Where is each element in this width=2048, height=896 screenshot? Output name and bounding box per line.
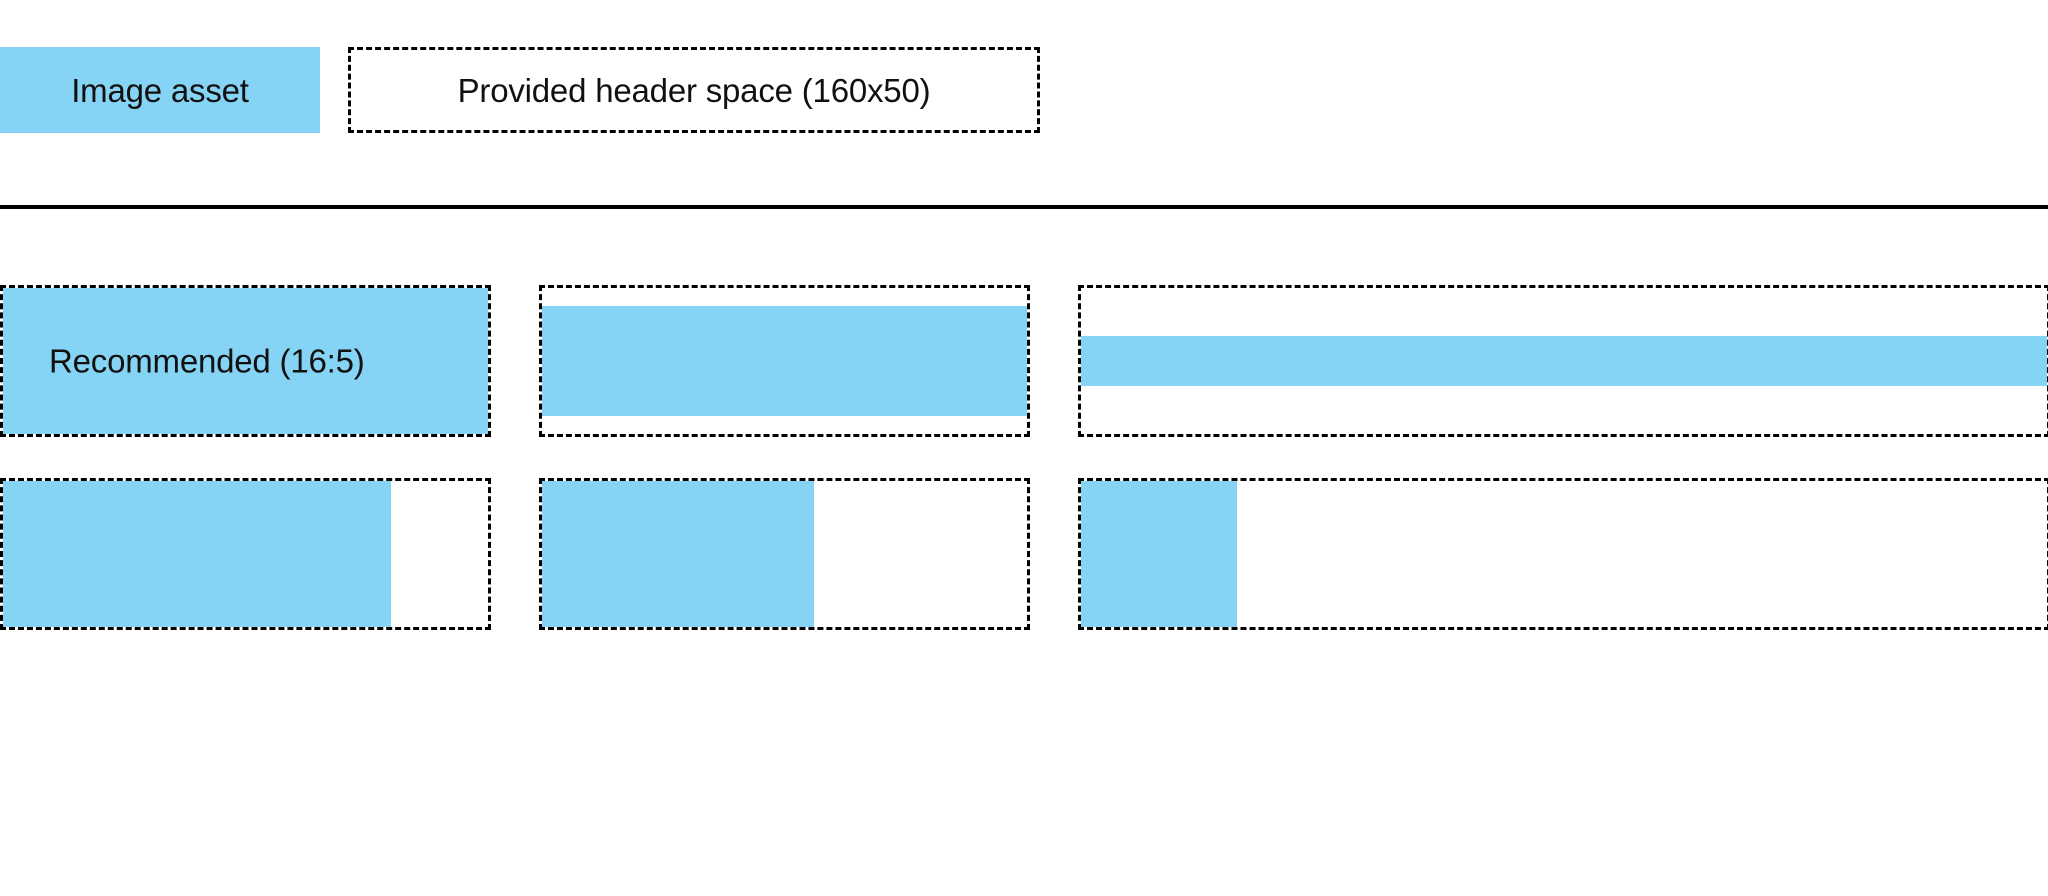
fill-swatch bbox=[1081, 336, 2047, 386]
fill-swatch bbox=[3, 288, 488, 434]
fill-swatch bbox=[3, 481, 391, 627]
image-asset-label: Image asset bbox=[71, 71, 249, 109]
fill-swatch bbox=[542, 481, 814, 627]
section-divider bbox=[0, 205, 2048, 209]
frame-row-1: Recommended (16:5) bbox=[0, 285, 2048, 437]
aspect-ratio-examples: Recommended (16:5) bbox=[0, 285, 2048, 635]
frame-row1-col3 bbox=[1078, 285, 2048, 437]
frame-row2-col3 bbox=[1078, 478, 2048, 630]
frame-row2-col1 bbox=[0, 478, 491, 630]
provided-header-space-box: Provided header space (160x50) bbox=[348, 47, 1040, 133]
frame-row1-col2 bbox=[539, 285, 1030, 437]
header-example-row: Image asset Provided header space (160x5… bbox=[0, 47, 2048, 133]
provided-header-space-label: Provided header space (160x50) bbox=[457, 71, 931, 109]
recommended-ratio-label: Recommended (16:5) bbox=[49, 342, 365, 380]
fill-swatch bbox=[1081, 481, 1238, 627]
image-asset-swatch: Image asset bbox=[0, 47, 320, 133]
fill-swatch bbox=[542, 305, 1027, 417]
frame-row2-col2 bbox=[539, 478, 1030, 630]
frame-row1-col1: Recommended (16:5) bbox=[0, 285, 491, 437]
frame-row-2 bbox=[0, 478, 2048, 630]
